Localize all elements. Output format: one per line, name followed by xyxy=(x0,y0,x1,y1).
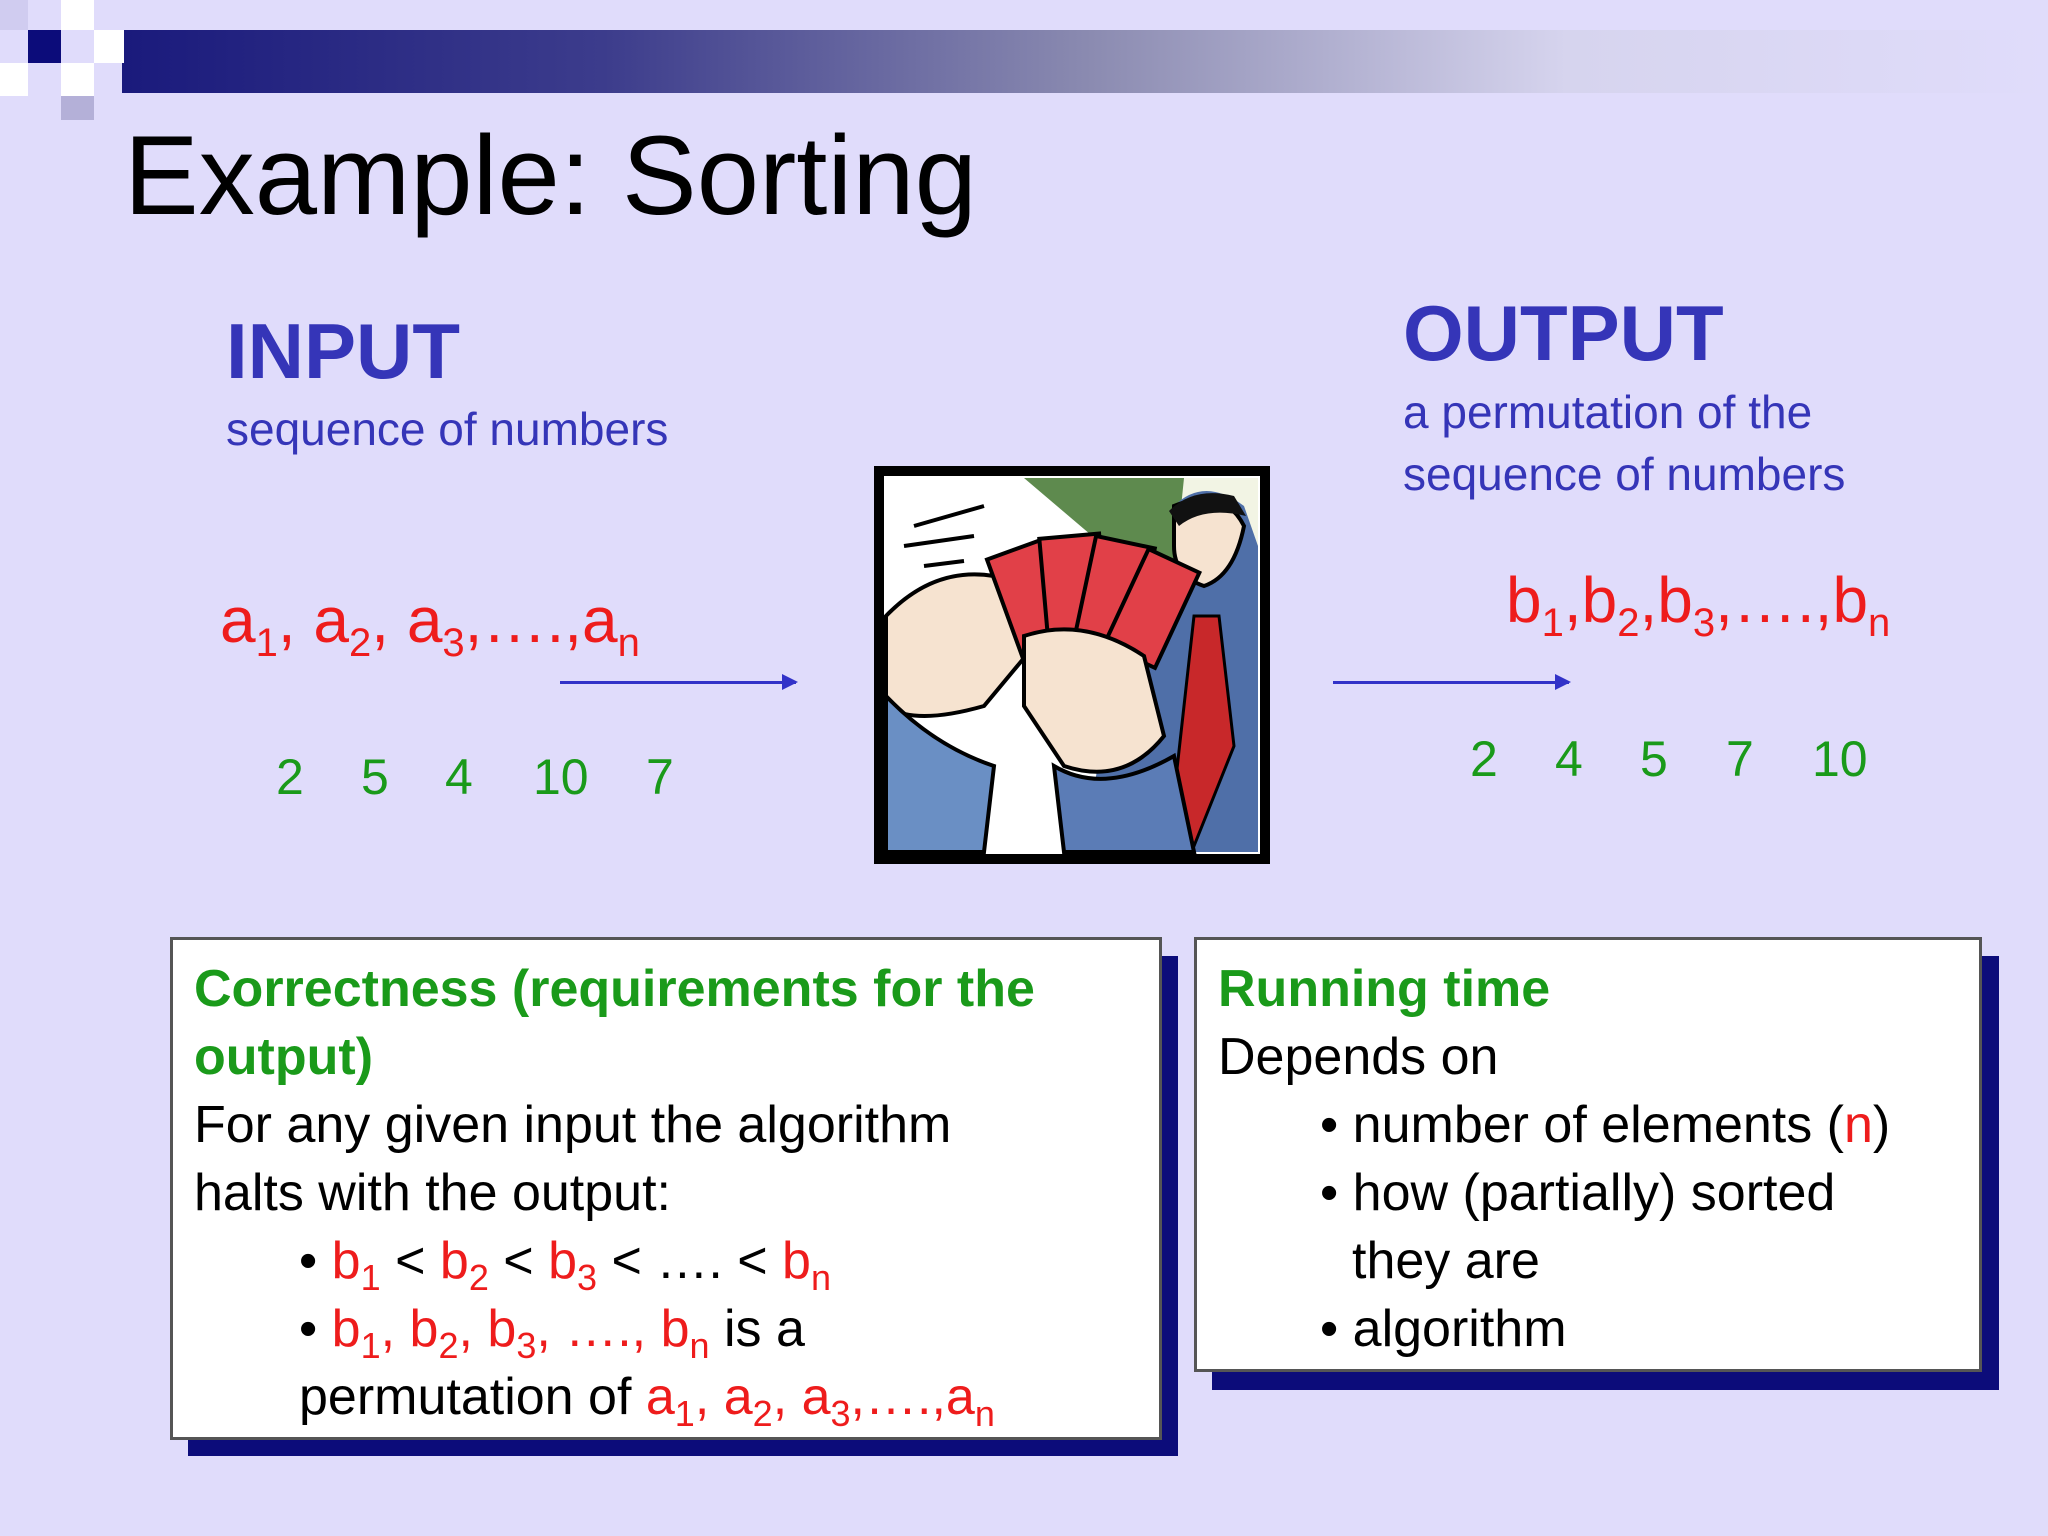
input-arrow xyxy=(560,674,798,690)
input-example-value: 5 xyxy=(361,749,389,805)
running-time-content: Running time Depends on • number of elem… xyxy=(1218,955,1890,1363)
correctness-permutation-cont: permutation of a1, a2, a3,….,an xyxy=(299,1368,995,1434)
decor-square xyxy=(61,0,94,30)
correctness-box: Correctness (requirements for the output… xyxy=(170,937,1162,1440)
input-sequence: a1, a2, a3,….,an xyxy=(220,584,640,665)
input-example-value: 2 xyxy=(276,749,304,805)
running-time-bullet: • algorithm xyxy=(1320,1300,1567,1358)
correctness-heading: Correctness (requirements for the xyxy=(194,960,1035,1018)
output-example-value: 4 xyxy=(1555,731,1583,787)
correctness-bullet-ordered: • b1 < b2 < b3 < …. < bn xyxy=(299,1232,831,1298)
header-decoration xyxy=(0,0,2048,130)
running-time-bullet: • how (partially) sorted xyxy=(1320,1164,1836,1222)
correctness-text: halts with the output: xyxy=(194,1164,671,1222)
correctness-text: For any given input the algorithm xyxy=(194,1096,952,1154)
output-example-value: 7 xyxy=(1726,731,1754,787)
decor-square xyxy=(61,96,94,120)
output-description-line2: sequence of numbers xyxy=(1403,448,1846,500)
correctness-bullet-permutation: • b1, b2, b3, …., bn is a xyxy=(299,1300,805,1366)
input-description: sequence of numbers xyxy=(226,403,669,455)
output-example-value: 10 xyxy=(1812,731,1868,787)
decor-square xyxy=(0,63,28,96)
input-example: 2 5 4 10 7 xyxy=(0,752,800,812)
card-player-icon xyxy=(874,466,1270,864)
decor-square xyxy=(61,63,94,96)
input-heading: INPUT xyxy=(226,307,460,395)
card-player-illustration xyxy=(874,466,1270,864)
output-heading: OUTPUT xyxy=(1403,289,1724,377)
decor-square xyxy=(28,30,61,63)
header-gradient-bar xyxy=(122,30,2048,93)
running-time-box: Running time Depends on • number of elem… xyxy=(1194,937,1982,1372)
running-time-heading: Running time xyxy=(1218,960,1551,1018)
input-example-value: 10 xyxy=(533,749,589,805)
running-time-bullet: • number of elements (n) xyxy=(1320,1096,1891,1154)
output-example-value: 5 xyxy=(1640,731,1668,787)
output-description-line1: a permutation of the xyxy=(1403,386,1813,438)
output-example: 2 4 5 7 10 xyxy=(0,734,2048,794)
decor-square xyxy=(0,0,28,30)
input-example-value: 7 xyxy=(646,749,674,805)
correctness-heading-cont: output) xyxy=(194,1028,374,1086)
running-time-bullet-cont: they are xyxy=(1352,1232,1540,1290)
output-arrow xyxy=(1333,674,1571,690)
slide-title: Example: Sorting xyxy=(124,113,977,238)
output-example-value: 2 xyxy=(1470,731,1498,787)
output-sequence: b1,b2,b3,….,bn xyxy=(1506,564,1891,645)
running-time-text: Depends on xyxy=(1218,1028,1499,1086)
decor-square xyxy=(94,30,124,63)
correctness-content: Correctness (requirements for the output… xyxy=(194,955,1035,1434)
input-example-value: 4 xyxy=(445,749,473,805)
